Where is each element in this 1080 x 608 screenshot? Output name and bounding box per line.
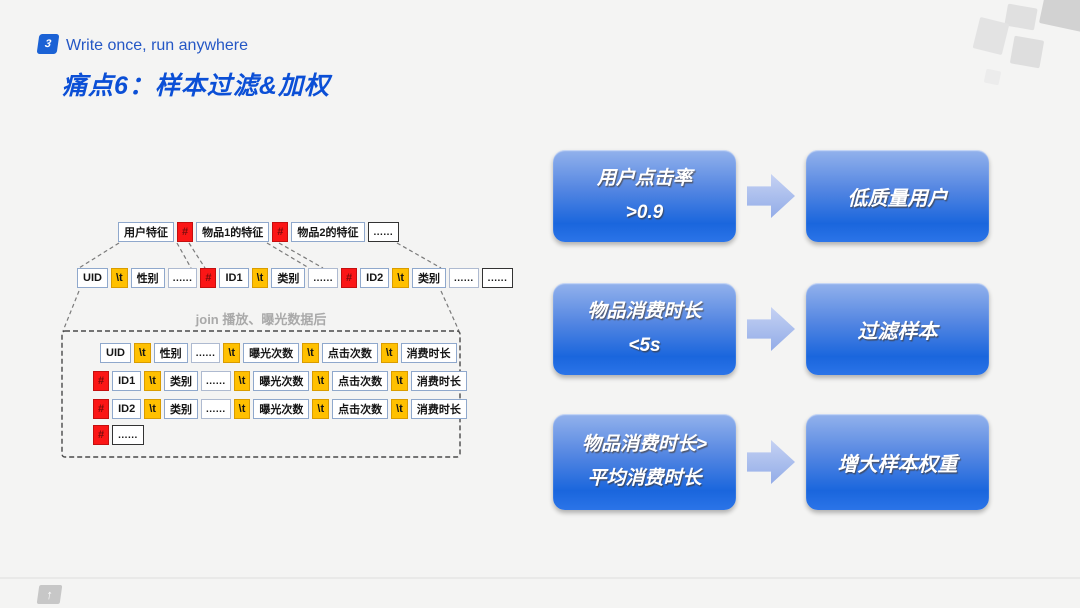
cell-tab: \t — [133, 343, 151, 363]
flow-row-long-duration: 物品消费时长> 平均消费时长 增大样本权重 — [553, 414, 989, 510]
condition-line: 用户点击率 — [596, 167, 692, 189]
cell-dots: ...... — [200, 399, 231, 419]
result-box: 低质量用户 — [806, 150, 989, 242]
footer-logo-icon: ↑ — [36, 585, 63, 604]
header-tagline: Write once, run anywhere — [66, 37, 249, 54]
condition-box: 用户点击率 >0.9 — [553, 150, 736, 242]
cell-tab: \t — [110, 268, 128, 288]
cell-strong: ...... — [481, 268, 514, 288]
cell-dots: ...... — [308, 268, 339, 288]
arrow-right-icon — [747, 440, 795, 484]
cell-tab: \t — [233, 399, 251, 419]
decoration-square — [983, 68, 1002, 86]
cell-box: 曝光次数 — [253, 399, 310, 419]
cell-box: ID2 — [360, 268, 390, 288]
result-label: 增大样本权重 — [837, 453, 958, 476]
cell-hash: # — [177, 222, 194, 242]
cell-tab: \t — [251, 268, 269, 288]
cell-box: 用户特征 — [118, 222, 174, 242]
decoration-square — [1038, 0, 1080, 33]
cell-hash: # — [93, 425, 110, 445]
flow-row-short-duration: 物品消费时长 <5s 过滤样本 — [553, 283, 989, 375]
footer-divider — [0, 577, 1080, 579]
joined-row-etc: #...... — [93, 425, 144, 445]
join-container-border — [61, 330, 461, 458]
cell-dots: ...... — [190, 343, 221, 363]
cell-hash: # — [93, 399, 110, 419]
cell-box: UID — [100, 343, 131, 363]
cell-box: 类别 — [163, 371, 198, 391]
cell-dots: ...... — [167, 268, 198, 288]
result-label: 低质量用户 — [847, 187, 948, 210]
cell-box: 类别 — [271, 268, 306, 288]
cell-box: 消费时长 — [400, 343, 457, 363]
cell-box: ID1 — [219, 268, 249, 288]
cell-strong: ...... — [112, 425, 144, 445]
cell-box: 点击次数 — [332, 399, 389, 419]
cell-strong: ...... — [367, 222, 400, 242]
condition-line: <5s — [628, 335, 661, 356]
condition-line: >0.9 — [625, 202, 664, 223]
cell-box: 曝光次数 — [253, 371, 310, 391]
condition-box: 物品消费时长> 平均消费时长 — [553, 414, 736, 510]
cell-box: 类别 — [412, 268, 446, 288]
feature-row: 用户特征#物品1的特征#物品2的特征...... — [118, 222, 400, 242]
result-box: 过滤样本 — [806, 283, 989, 375]
cell-tab: \t — [391, 399, 408, 419]
cell-box: 物品2的特征 — [291, 222, 365, 242]
condition-line: 平均消费时长 — [587, 468, 702, 489]
cell-hash: # — [93, 371, 110, 391]
cell-box: 消费时长 — [410, 399, 467, 419]
cell-hash: # — [341, 268, 358, 288]
decoration-square — [1004, 3, 1038, 31]
cell-tab: \t — [223, 343, 241, 363]
decoration-square — [1009, 35, 1045, 69]
cell-box: ID1 — [112, 371, 142, 391]
cell-tab: \t — [312, 399, 330, 419]
result-label: 过滤样本 — [857, 320, 938, 343]
cell-box: 曝光次数 — [243, 343, 300, 363]
cell-tab: \t — [392, 268, 409, 288]
result-box: 增大样本权重 — [806, 414, 989, 510]
connector-lines — [61, 242, 461, 458]
cell-box: ID2 — [112, 399, 142, 419]
cell-box: 点击次数 — [321, 343, 378, 363]
join-label: join 播放、曝光数据后 — [195, 312, 327, 327]
cell-tab: \t — [391, 371, 408, 391]
cell-tab: \t — [380, 343, 398, 363]
cell-box: UID — [77, 268, 108, 288]
cell-box: 消费时长 — [410, 371, 467, 391]
cell-box: 物品1的特征 — [196, 222, 270, 242]
cell-tab: \t — [144, 399, 161, 419]
cell-tab: \t — [312, 371, 330, 391]
arrow-right-icon — [747, 307, 795, 351]
arrow-right-icon — [747, 174, 795, 218]
condition-line: 物品消费时长 — [587, 300, 702, 322]
flow-row-click-rate: 用户点击率 >0.9 低质量用户 — [553, 150, 989, 242]
cell-tab: \t — [233, 371, 251, 391]
cell-dots: ...... — [200, 371, 231, 391]
cell-tab: \t — [302, 343, 319, 363]
condition-box: 物品消费时长 <5s — [553, 283, 736, 375]
cell-dots: ...... — [449, 268, 479, 288]
cell-box: 性别 — [153, 343, 188, 363]
page-title: 痛点6：样本过滤&加权 — [62, 72, 330, 100]
condition-line: 物品消费时长> — [581, 433, 708, 455]
cell-box: 性别 — [130, 268, 165, 288]
decoration-square — [972, 16, 1010, 56]
cell-box: 类别 — [163, 399, 198, 419]
cell-tab: \t — [144, 371, 161, 391]
page-number-badge: 3 — [36, 34, 60, 54]
cell-box: 点击次数 — [332, 371, 389, 391]
cell-hash: # — [200, 268, 217, 288]
cell-hash: # — [272, 222, 289, 242]
corner-decoration — [940, 0, 1080, 130]
